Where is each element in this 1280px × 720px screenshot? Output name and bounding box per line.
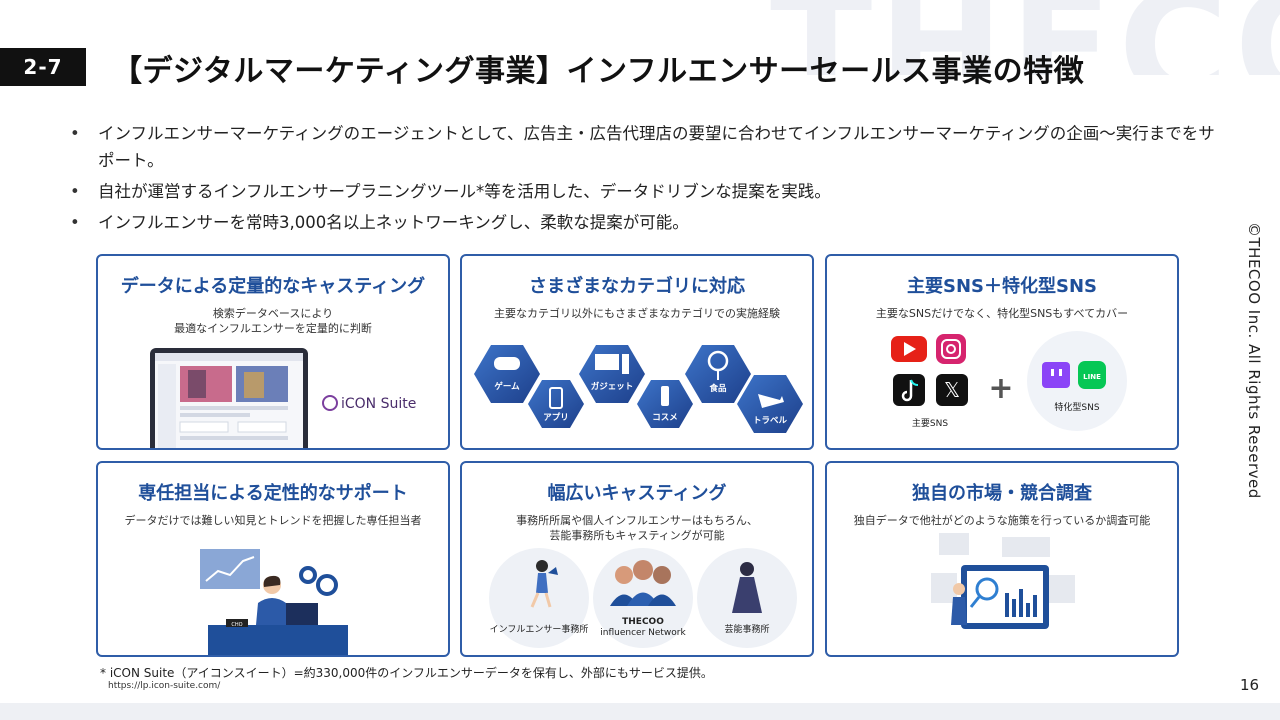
bullet-item: 自社が運営するインフルエンサープラニングツール*等を活用した、データドリブンな提… — [70, 178, 1220, 205]
airplane-icon — [758, 394, 784, 408]
lipstick-icon — [661, 386, 669, 406]
analyst-figure — [953, 583, 965, 595]
bullet-item: インフルエンサーマーケティングのエージェントとして、広告主・広告代理店の要望に合… — [70, 120, 1220, 174]
svg-text:LINE: LINE — [1083, 373, 1101, 381]
gear-icon — [299, 566, 338, 596]
main-sns-label: 主要SNS — [912, 417, 948, 429]
research-illustration — [931, 533, 1075, 629]
card-support: 専任担当による定性的なサポート データだけでは難しい知見とトレンドを把握した専任… — [96, 461, 450, 657]
person-body — [256, 598, 288, 625]
sns-illustration: 𝕏 主要SNS + LINE 特化型SNS — [891, 331, 1127, 431]
svg-text:ゲーム: ゲーム — [494, 381, 520, 392]
svg-text:食品: 食品 — [709, 383, 727, 394]
card-sns: 主要SNS＋特化型SNS 主要なSNSだけでなく、特化型SNSもすべてカバー 𝕏… — [825, 254, 1179, 450]
icon-suite-logo: iCON Suite — [341, 396, 416, 412]
bullet-item: インフルエンサーを常時3,000名以上ネットワーキングし、柔軟な提案が可能。 — [70, 209, 1220, 236]
influencer-figure — [536, 560, 548, 572]
category-hexagons: ゲーム アプリ ガジェット コスメ 食品 トラベル — [474, 345, 803, 433]
card-data-casting: データによる定量的なキャスティング 検索データベースにより 最適なインフルエンサ… — [96, 254, 450, 450]
hex-game: ゲーム — [474, 345, 540, 403]
smartphone-icon — [549, 387, 563, 409]
page-number: 16 — [1240, 676, 1260, 694]
tiktok-icon — [893, 374, 925, 406]
hex-food: 食品 — [685, 345, 751, 403]
svg-text:THECOO: THECOO — [622, 617, 664, 627]
hex-app: アプリ — [528, 380, 584, 428]
megaphone-icon — [548, 567, 558, 575]
twitch-icon — [1042, 362, 1070, 388]
copyright-vertical: ©THECOO Inc. All Rights Reserved — [1245, 222, 1263, 499]
card-desc-line: 独自データで他社がどのような施策を行っているか調査可能 — [853, 514, 1151, 527]
gamepad-icon — [494, 357, 520, 370]
laptop — [286, 603, 318, 625]
desk — [208, 625, 348, 655]
svg-text:CHO: CHO — [231, 622, 242, 628]
casting-circles: インフルエンサー事務所 THECOO influencer Network 芸能… — [489, 548, 797, 648]
hex-travel: トラベル — [737, 375, 803, 433]
svg-text:アプリ: アプリ — [543, 412, 569, 423]
card-title: 主要SNS＋特化型SNS — [907, 276, 1097, 297]
influencer-agency-circle: インフルエンサー事務所 — [489, 548, 589, 648]
card-desc-line: 事務所所属や個人インフルエンサーはもちろん、 — [516, 514, 758, 527]
footnote: * iCON Suite（アイコンスイート）=約330,000件のインフルエンサ… — [100, 666, 713, 680]
card-desc-line: 最適なインフルエンサーを定量的に判断 — [174, 322, 372, 335]
card-categories: さまざまなカテゴリに対応 主要なカテゴリ以外にもさまざまなカテゴリでの実施経験 … — [460, 254, 814, 450]
chart-board — [200, 549, 260, 589]
card-wide-casting: 幅広いキャスティング 事務所所属や個人インフルエンサーはもちろん、 芸能事務所も… — [460, 461, 814, 657]
talent-agency-circle: 芸能事務所 — [697, 548, 797, 648]
section-number-badge: 2-7 — [0, 48, 86, 86]
card-title: データによる定量的なキャスティング — [120, 276, 426, 297]
svg-text:𝕏: 𝕏 — [944, 378, 960, 402]
computer-icon — [595, 354, 619, 370]
youtube-icon — [891, 336, 927, 362]
svg-text:influencer Network: influencer Network — [600, 628, 686, 638]
page-title: 【デジタルマーケティング事業】インフルエンサーセールス事業の特徴 — [112, 54, 1085, 89]
bullet-list: インフルエンサーマーケティングのエージェントとして、広告主・広告代理店の要望に合… — [70, 120, 1220, 240]
card-title: 専任担当による定性的なサポート — [138, 483, 408, 504]
card-desc-line: データだけでは難しい知見とトレンドを把握した専任担当者 — [124, 514, 422, 527]
plus-sign: + — [988, 371, 1013, 406]
talent-figure — [740, 562, 754, 576]
line-icon: LINE — [1078, 361, 1106, 389]
footer-band — [0, 703, 1280, 720]
svg-text:コスメ: コスメ — [652, 413, 678, 423]
svg-text:インフルエンサー事務所: インフルエンサー事務所 — [490, 623, 589, 635]
svg-text:芸能事務所: 芸能事務所 — [724, 623, 769, 635]
dashboard-illustration: iCON Suite — [150, 348, 416, 448]
x-icon: 𝕏 — [936, 374, 968, 406]
special-sns-circle — [1027, 331, 1127, 431]
svg-text:トラベル: トラベル — [753, 416, 788, 426]
thecoo-network-circle: THECOO influencer Network — [593, 548, 693, 648]
card-title: 幅広いキャスティング — [547, 483, 727, 504]
footnote-url[interactable]: https://lp.icon-suite.com/ — [108, 681, 221, 691]
card-title: さまざまなカテゴリに対応 — [529, 276, 745, 297]
special-sns-label: 特化型SNS — [1054, 401, 1099, 413]
svg-text:ガジェット: ガジェット — [591, 381, 634, 392]
card-desc-line: 検索データベースにより — [212, 307, 334, 320]
card-research: 独自の市場・競合調査 独自データで他社がどのような施策を行っているか調査可能 — [825, 461, 1179, 657]
hex-gadget: ガジェット — [579, 345, 645, 403]
card-desc-line: 主要なカテゴリ以外にもさまざまなカテゴリでの実施経験 — [494, 307, 780, 320]
magnifier-icon — [975, 577, 999, 601]
card-title: 独自の市場・競合調査 — [912, 483, 1092, 504]
support-illustration: CHO — [200, 549, 348, 655]
card-desc-line: 芸能事務所もキャスティングが可能 — [549, 529, 725, 542]
card-desc-line: 主要なSNSだけでなく、特化型SNSもすべてカバー — [875, 307, 1129, 320]
hex-cosme: コスメ — [637, 380, 693, 428]
instagram-icon — [936, 334, 966, 364]
